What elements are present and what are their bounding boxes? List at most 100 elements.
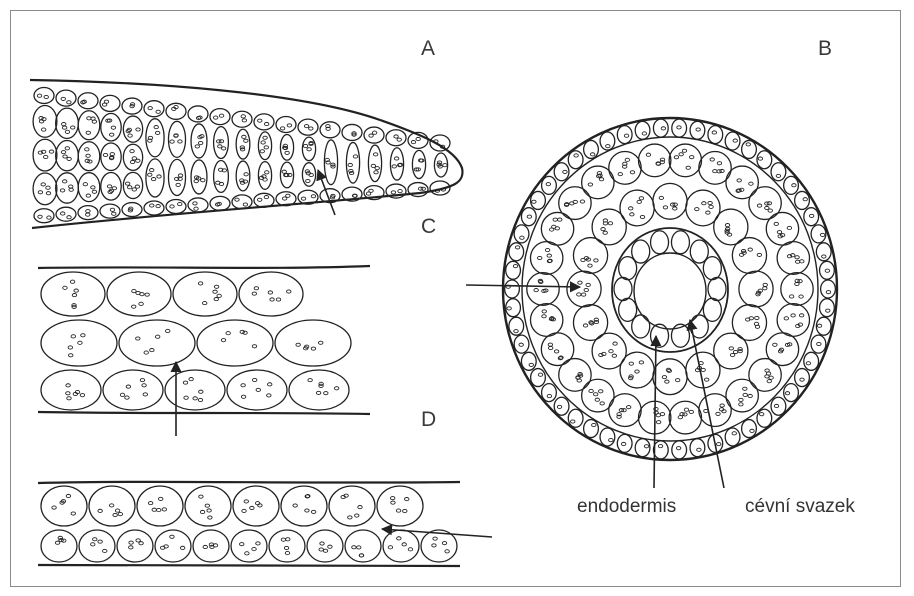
cell xyxy=(541,333,573,366)
plastid xyxy=(822,255,826,258)
cell xyxy=(329,486,375,526)
cell xyxy=(811,225,826,243)
cell xyxy=(726,166,758,199)
plastid xyxy=(366,192,370,195)
plastid xyxy=(795,256,799,259)
plastid xyxy=(709,205,713,208)
plastid xyxy=(690,156,694,159)
plastid xyxy=(65,130,69,133)
cell xyxy=(541,212,573,245)
plastid xyxy=(514,330,518,333)
cell xyxy=(708,277,726,300)
plastid xyxy=(254,287,258,290)
panel-b-endodermis-ring xyxy=(612,228,728,352)
plastid xyxy=(205,504,209,507)
plastid xyxy=(630,213,634,216)
cell xyxy=(276,117,296,133)
cell xyxy=(617,434,632,452)
plastid xyxy=(109,504,113,507)
plastid xyxy=(136,539,140,542)
plastid xyxy=(695,208,699,211)
plastid xyxy=(157,175,161,178)
plastid xyxy=(41,183,45,186)
plastid xyxy=(588,264,592,267)
plastid xyxy=(67,216,71,219)
plastid xyxy=(240,543,244,546)
cell xyxy=(531,369,546,387)
plastid xyxy=(296,343,300,346)
plastid xyxy=(689,410,693,413)
cell xyxy=(103,370,163,410)
plastid xyxy=(281,538,285,541)
plastid xyxy=(394,135,398,138)
plastid xyxy=(639,361,643,364)
plastid xyxy=(792,184,796,187)
plastid xyxy=(320,542,324,545)
plastid xyxy=(126,385,130,388)
plastid xyxy=(264,146,268,149)
plastid xyxy=(86,210,90,213)
plastid xyxy=(136,337,140,340)
plastid xyxy=(396,509,400,512)
plastid xyxy=(826,309,830,312)
cell xyxy=(100,204,120,218)
cell xyxy=(653,359,687,395)
plastid xyxy=(264,196,268,199)
plastid xyxy=(148,502,152,505)
plastid xyxy=(219,114,223,117)
cell xyxy=(804,352,819,370)
plastid xyxy=(768,209,772,212)
cell xyxy=(542,384,557,402)
cell xyxy=(254,114,274,130)
plastid xyxy=(301,197,305,200)
plastid xyxy=(403,509,407,512)
plastid xyxy=(86,194,90,197)
plastid xyxy=(746,143,750,146)
plastid xyxy=(683,413,687,416)
plastid xyxy=(245,552,249,555)
plastid xyxy=(140,379,144,382)
cell xyxy=(514,225,529,243)
plastid xyxy=(285,551,289,554)
cell xyxy=(506,299,521,317)
cell xyxy=(820,299,835,317)
plastid xyxy=(635,370,639,373)
plastid xyxy=(519,343,523,346)
plastid xyxy=(113,513,117,516)
cell xyxy=(191,124,207,158)
cell xyxy=(56,207,76,221)
cell xyxy=(166,199,186,213)
plastid xyxy=(817,324,821,327)
plastid xyxy=(38,191,42,194)
plastid xyxy=(713,170,717,173)
plastid xyxy=(86,213,90,216)
cell xyxy=(119,320,195,366)
plastid xyxy=(588,183,592,186)
plastid xyxy=(85,148,89,151)
cell xyxy=(703,257,721,280)
plastid xyxy=(107,185,111,188)
plastid xyxy=(757,253,761,256)
plastid xyxy=(547,254,551,257)
plastid xyxy=(733,139,737,142)
cell xyxy=(527,273,559,306)
plastid xyxy=(656,421,660,424)
plastid xyxy=(697,448,701,451)
plastid xyxy=(203,301,207,304)
cell xyxy=(324,140,337,185)
plastid xyxy=(120,393,124,396)
plastid xyxy=(103,549,107,552)
plastid xyxy=(774,222,778,225)
cell xyxy=(302,137,315,161)
panel-c-bottom-edge xyxy=(38,412,370,414)
plastid xyxy=(682,149,686,152)
plastid xyxy=(200,510,204,513)
panel-label-a: A xyxy=(421,38,435,59)
plastid xyxy=(405,498,409,501)
plastid xyxy=(323,549,327,552)
plastid xyxy=(61,212,65,215)
plastid xyxy=(402,543,406,546)
plastid xyxy=(547,394,551,397)
plastid xyxy=(156,205,160,208)
